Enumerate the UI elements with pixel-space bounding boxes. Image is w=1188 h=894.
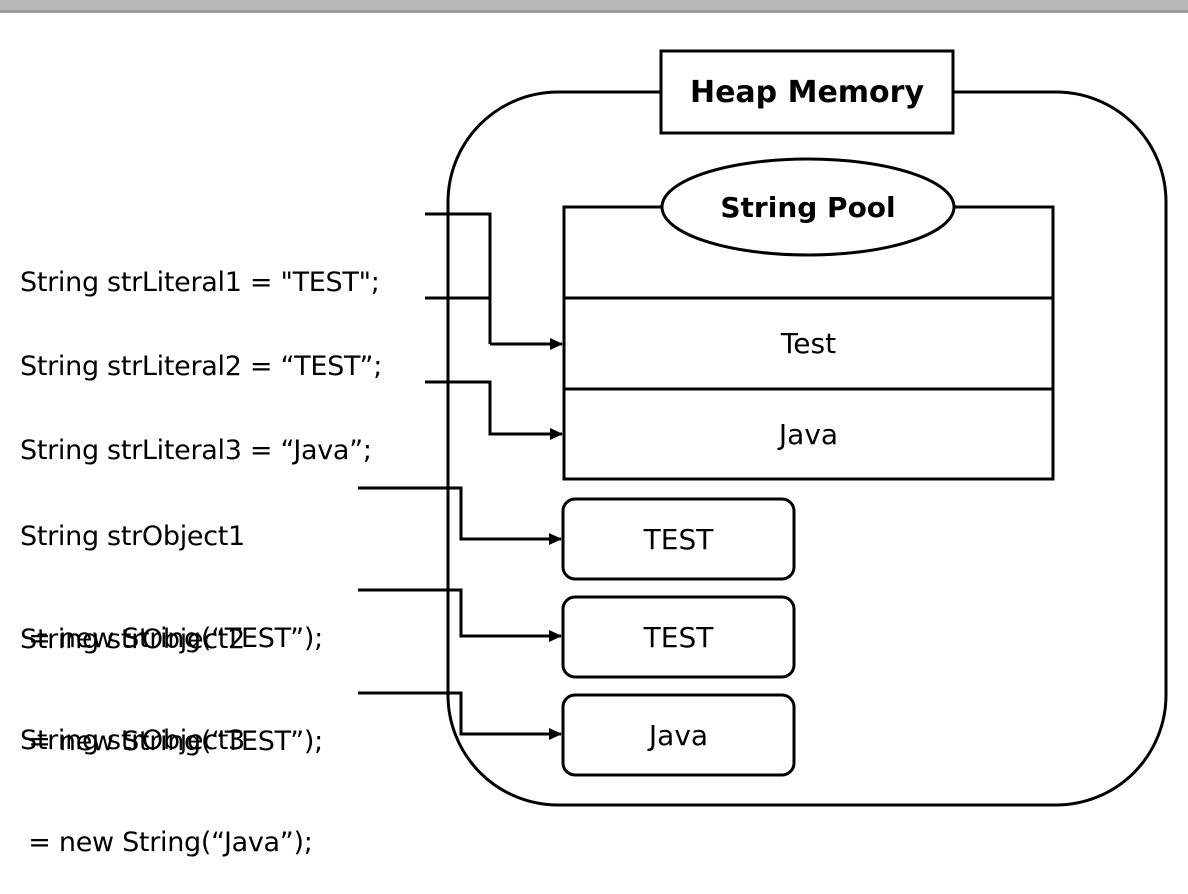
- code-literal1: String strLiteral1 = "TEST";: [20, 198, 380, 334]
- connector-literal1: [425, 212, 492, 344]
- string-pool-ellipse: [660, 157, 956, 257]
- code-literal3-text: String strLiteral3 = “Java”;: [20, 435, 372, 466]
- code-literal2: String strLiteral2 = “TEST”;: [20, 282, 382, 418]
- object-box-2: [561, 595, 796, 679]
- heap-memory-title-box: [659, 49, 955, 135]
- code-object3: String strObject3 = new String(“Java”);: [20, 656, 313, 894]
- arrow-literal3-to-java: [425, 380, 563, 440]
- object-label-3: Java: [648, 718, 709, 752]
- code-object1: String strObject1 = new String(“TEST”);: [20, 452, 323, 690]
- object-label-1: TEST: [643, 522, 714, 556]
- object-box-1: [561, 497, 796, 581]
- string-pool-title: String Pool: [720, 190, 896, 224]
- code-object2: String strObject2 = new String(“TEST”);: [20, 555, 323, 793]
- object-box-3: [561, 693, 796, 777]
- object-label-2: TEST: [643, 620, 714, 654]
- code-object2-line2: = new String(“TEST”);: [20, 726, 323, 757]
- code-literal1-text: String strLiteral1 = "TEST";: [20, 267, 380, 298]
- code-literal2-text: String strLiteral2 = “TEST”;: [20, 351, 383, 382]
- code-object1-line2: = new String(“TEST”);: [20, 623, 323, 654]
- top-bar-line: [0, 10, 1188, 13]
- code-literal3: String strLiteral3 = “Java”;: [20, 366, 372, 502]
- code-object2-line1: String strObject2: [20, 624, 245, 655]
- arrow-object3: [358, 691, 562, 740]
- heap-memory-title: Heap Memory: [689, 74, 925, 110]
- code-object3-line2: = new String(“Java”);: [20, 827, 313, 858]
- top-bar: [0, 0, 1188, 13]
- pool-entry-test: Test: [780, 327, 837, 360]
- arrow-object2: [358, 588, 562, 642]
- code-object3-line1: String strObject3: [20, 725, 245, 756]
- pool-entry-java: Java: [778, 417, 839, 451]
- arrow-object1: [358, 486, 562, 545]
- diagram-canvas: [358, 49, 1168, 807]
- code-object1-line1: String strObject1: [20, 521, 245, 552]
